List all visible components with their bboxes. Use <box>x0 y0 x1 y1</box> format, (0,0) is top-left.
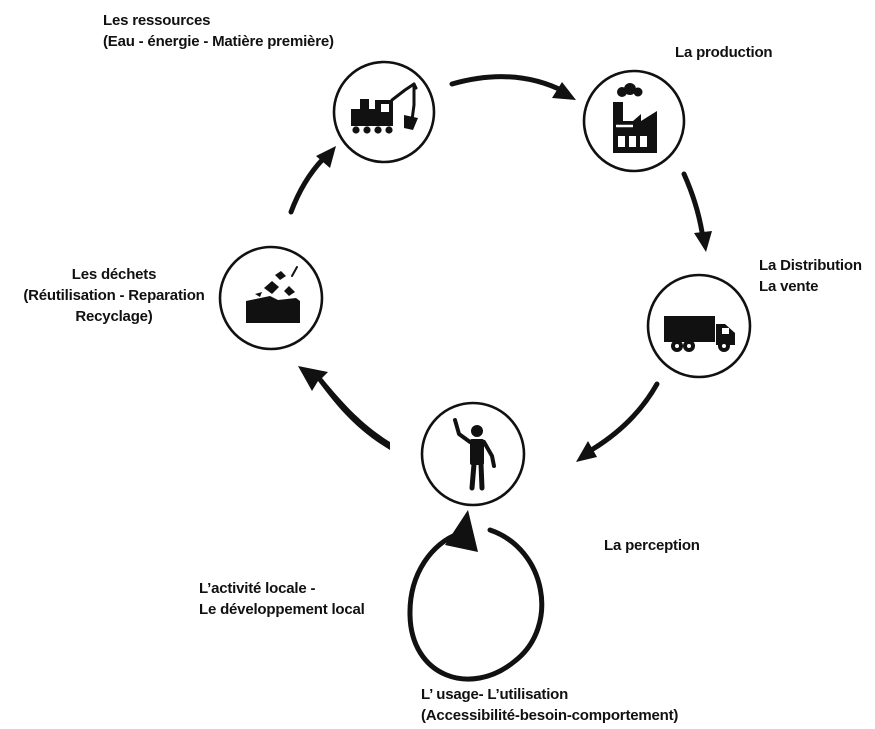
truck-icon <box>664 316 735 352</box>
waste-label: Les déchets (Réutilisation - Reparation … <box>8 264 220 327</box>
waste-node <box>218 245 324 351</box>
waste-pile-icon <box>246 266 300 323</box>
waste-line3: Recyclage) <box>75 308 153 325</box>
resources-title: Les ressources <box>103 12 211 29</box>
perception-label: La perception <box>604 535 700 556</box>
arrow-head-distribution <box>694 231 712 252</box>
person-icon <box>453 418 496 491</box>
distribution-title: La Distribution <box>759 257 862 274</box>
production-title: La production <box>675 44 773 61</box>
waste-title: Les déchets <box>71 266 157 283</box>
production-label: La production <box>675 42 773 63</box>
local-subtitle: Le développement local <box>199 601 365 618</box>
distribution-subtitle: La vente <box>759 278 819 295</box>
arrow-resources-to-production <box>449 74 568 95</box>
usage-subtitle: (Accessibilité-besoin-comportement) <box>421 707 679 724</box>
resources-node <box>332 60 436 164</box>
arrow-perception-to-waste <box>298 366 390 450</box>
distribution-label: La Distribution La vente <box>759 255 862 297</box>
local-loop-arrow <box>407 527 545 682</box>
local-label: L’activité locale - Le développement loc… <box>199 578 365 620</box>
excavator-icon <box>351 82 418 134</box>
arrow-head-perception <box>576 441 597 462</box>
distribution-node <box>646 273 752 379</box>
cycle-arrows <box>288 74 712 682</box>
perception-title: La perception <box>604 537 700 554</box>
production-node <box>582 69 686 173</box>
local-title: L’activité locale - <box>199 580 316 597</box>
usage-title: L’ usage- L’utilisation <box>421 686 569 703</box>
resources-label: Les ressources (Eau - énergie - Matière … <box>103 10 334 52</box>
local-loop-arrow-head <box>445 510 478 552</box>
usage-label: L’ usage- L’utilisation (Accessibilité-b… <box>421 684 678 726</box>
arrow-waste-to-resources <box>288 156 326 215</box>
waste-line2: (Réutilisation - Reparation <box>23 287 205 304</box>
factory-icon <box>613 83 657 153</box>
arrow-production-to-distribution <box>681 171 705 235</box>
arrow-head-resources <box>316 146 336 168</box>
arrow-distribution-to-perception <box>590 381 660 452</box>
resources-subtitle: (Eau - énergie - Matière première) <box>103 33 334 50</box>
arrow-head-production <box>552 82 576 100</box>
perception-node <box>420 401 526 507</box>
